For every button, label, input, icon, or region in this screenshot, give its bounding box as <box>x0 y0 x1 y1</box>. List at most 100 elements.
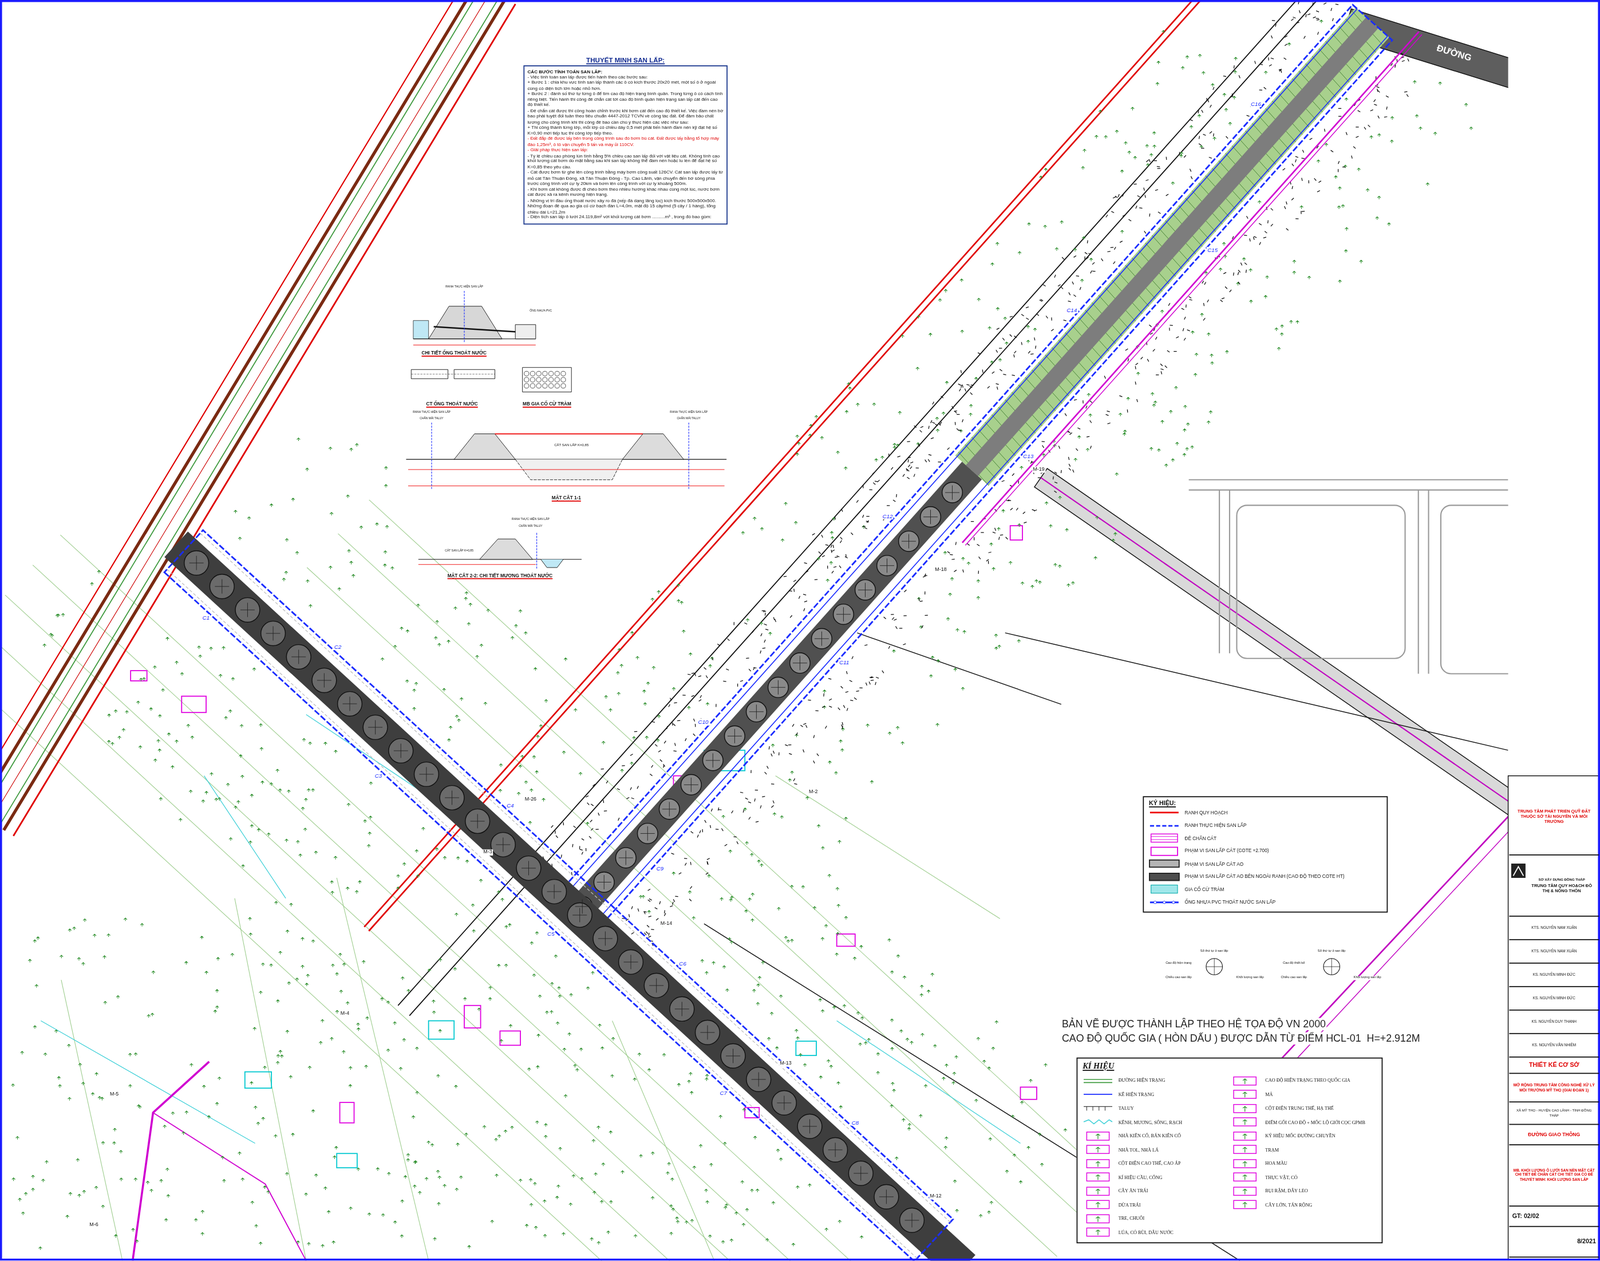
legend-sample-rect <box>1151 846 1178 855</box>
legend-sample-rect <box>1233 1144 1256 1153</box>
legend-text: DỪA TRÁI <box>1118 1201 1141 1207</box>
notes-heading: THUYẾT MINH SAN LẤP: <box>523 56 728 63</box>
notes-frame: CÁC BƯỚC TÍNH TOÁN SAN LẤP:- Việc tính t… <box>523 64 728 224</box>
legend-text: KÝ HIỆU MỐC ĐƯỜNG CHUYỀN <box>1265 1132 1335 1139</box>
title-text: KTS. NGUYỄN NAM XUÂN <box>1512 925 1596 930</box>
sand-dyke-band <box>955 7 1390 486</box>
legend-row: NHÀ TOL, NHÀ LÁ <box>1082 1142 1230 1157</box>
legend-sample-glyph <box>1095 1202 1100 1208</box>
legend-sample <box>1082 1088 1113 1100</box>
legend-sample <box>1148 883 1180 895</box>
legend-text: RANH QUY HOẠCH <box>1184 810 1228 816</box>
logo-mark <box>1512 866 1524 876</box>
note-paragraph: CÁC BƯỚC TÍNH TOÁN SAN LẤP: <box>527 68 724 75</box>
survey-note: CAO ĐỘ QUỐC GIA ( HÒN DẤU ) ĐƯỢC DẪN TỪ … <box>1061 1032 1421 1044</box>
survey-mark: M-6 <box>88 1221 99 1228</box>
legend-text: ĐƯỜNG HIỆN TRẠNG <box>1118 1077 1166 1084</box>
highway-line <box>0 0 492 822</box>
legend-row: CÂY LỚN, TÁN RỘNG <box>1229 1197 1377 1212</box>
survey-mark: M-2 <box>808 788 819 795</box>
legend-sample <box>1229 1158 1260 1169</box>
legend-sample-rect <box>1151 834 1178 843</box>
title-text: KS. NGUYỄN VĂN NHIÊM <box>1512 1042 1596 1048</box>
map-content <box>0 0 1509 1260</box>
pile-symbol <box>542 383 548 389</box>
survey-mark: M-19 <box>1032 466 1045 473</box>
legend-text: KÊNH, MƯƠNG, SÔNG, RẠCH <box>1118 1119 1183 1125</box>
cell-number: C16 <box>1250 100 1262 108</box>
pvc-pipe-line <box>167 569 918 1258</box>
note-paragraph: - Giải pháp thực hiện san lấp: <box>527 147 724 153</box>
magenta-line <box>152 1112 306 1260</box>
cell-number: C14 <box>1065 306 1078 314</box>
highway-line <box>13 4 516 836</box>
dimension-line <box>408 485 725 487</box>
legend-sample <box>1148 896 1180 907</box>
dimension-line <box>413 344 536 346</box>
title-text: KS. NGUYỄN MINH ĐỨC <box>1512 995 1596 1001</box>
highway-line <box>0 0 501 827</box>
field-line <box>612 1020 715 1261</box>
legend-sample <box>1148 845 1180 856</box>
pile-symbol <box>548 377 553 382</box>
canal-line <box>40 1020 255 1144</box>
legend-column: ĐƯỜNG HIỆN TRẠNGKÊ HIỆN TRẠNGTALUYKÊNH, … <box>1082 1073 1230 1239</box>
outlet-box <box>515 324 536 339</box>
cell-number: C2 <box>333 643 343 650</box>
title-block-frame <box>1508 775 1600 1260</box>
title-cell: TRUNG TÂM PHÁT TRIỂN QUỸ ĐẤT THUỘC SỞ TÀ… <box>1508 777 1599 855</box>
legend-sample <box>1229 1144 1260 1155</box>
cell-number: C7 <box>718 1089 728 1096</box>
section-title: MẶT CẮT 1-1 <box>551 495 582 501</box>
legend-row: RANH QUY HOẠCH <box>1148 806 1382 819</box>
legend-sample-rect <box>1233 1131 1256 1140</box>
legend-sample-rect <box>1233 1089 1256 1098</box>
legend-sample-rect <box>1233 1186 1256 1195</box>
cell-key-cross <box>1214 958 1215 975</box>
cell-key-circle <box>1323 958 1341 975</box>
legend-sample <box>1082 1185 1113 1196</box>
fill-limit <box>536 532 537 570</box>
legend-sample-line <box>1150 811 1179 814</box>
title-cell: THIẾT KẾ CƠ SỞ <box>1508 1057 1599 1074</box>
legend-sample-rect <box>1086 1131 1109 1140</box>
pile-symbol <box>554 383 560 389</box>
block-road-line <box>1188 489 1509 491</box>
block-road-line <box>1417 490 1420 674</box>
legend-sample-rect <box>1233 1076 1256 1085</box>
legend-row: DỪA TRÁI <box>1082 1197 1230 1212</box>
legend-sample-glyph <box>1095 1147 1100 1153</box>
title-text: KTS. NGUYỄN NAM XUÂN <box>1512 948 1596 954</box>
fill-level <box>495 433 643 435</box>
pond-fill-band <box>965 17 1379 477</box>
title-text: MỞ RỘNG TRUNG TÂM CÔNG NGHỆ XỬ LÝ MÔI TR… <box>1512 1082 1596 1092</box>
title-text: KS. NGUYỄN MINH ĐỨC <box>1512 972 1596 977</box>
section-label: CÁT SAN LẤP K=0,85 <box>553 443 590 448</box>
signature-cell: KTS. NGUYỄN NAM XUÂN <box>1508 939 1599 964</box>
legend-row: KÝ HIỆU MỐC ĐƯỜNG CHUYỀN <box>1229 1128 1377 1143</box>
dyke-section <box>622 433 684 460</box>
pile-symbol <box>536 370 541 376</box>
legend-sample-glyph <box>1242 1119 1247 1125</box>
legend-columns: ĐƯỜNG HIỆN TRẠNGKÊ HIỆN TRẠNGTALUYKÊNH, … <box>1082 1073 1377 1239</box>
key-label: Khối lượng san lấp <box>1353 975 1382 980</box>
title-text: 8/2021 <box>1512 1237 1596 1246</box>
house-symbol <box>245 1071 272 1089</box>
legend-text: NHÀ KIÊN CỐ, BÁN KIÊN CỐ <box>1118 1132 1181 1139</box>
note-paragraph: - Diện tích san lấp ô lưới 24.119,8m² vớ… <box>527 214 724 220</box>
legend-sample-glyph <box>1095 1229 1100 1235</box>
legend-box: KÝ HIỆU:RANH QUY HOẠCHRANH THỰC HIỆN SAN… <box>1142 795 1388 912</box>
legend-text: PHẠM VI SAN LẤP CÁT (COTE +2.700) <box>1184 847 1270 853</box>
legend-text: KÍ HIỆU CẦU, CỐNG <box>1118 1174 1163 1180</box>
survey-mark: M-18 <box>934 566 947 573</box>
legend-sample-line <box>1086 1105 1088 1110</box>
fill-limit <box>464 290 465 343</box>
legend-sample-rect <box>1233 1103 1256 1112</box>
legend-sample <box>1082 1171 1113 1183</box>
legend-swatch <box>1148 872 1180 881</box>
ditch-section <box>540 559 564 568</box>
legend-row: CAO ĐỘ HIỆN TRẠNG THEO QUỐC GIA <box>1229 1073 1377 1088</box>
cell-key-circle <box>1206 958 1223 975</box>
legend-sample <box>1229 1116 1260 1128</box>
house-symbol <box>1010 525 1023 540</box>
